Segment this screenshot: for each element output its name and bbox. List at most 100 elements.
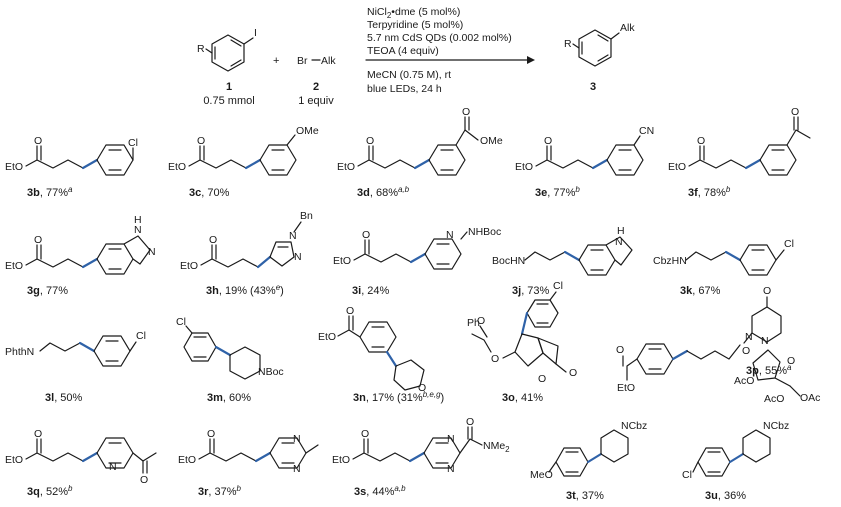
carbonyl-o: O (346, 305, 354, 317)
label-3k: 3k, 67% (680, 285, 721, 297)
label-3l: 3l, 50% (45, 392, 83, 404)
pyridine-n: N (109, 461, 117, 473)
condition-photocatalyst: 5.7 nm CdS QDs (0.002 mol%) (367, 32, 512, 44)
ethoxy-label: EtO (332, 454, 350, 466)
indazole-n1: N (134, 224, 142, 236)
product-number: 3 (590, 81, 596, 93)
ester-o: O (616, 344, 624, 356)
bromo-label: Br (297, 55, 308, 67)
compound-3g: EtO O N H N 3g, 77% (5, 214, 156, 297)
ester-o: O (462, 106, 470, 118)
reactant-2-number: 2 (313, 81, 319, 93)
ethoxy-label: EtO (168, 161, 186, 173)
reactant-2-amount: 1 equiv (298, 95, 334, 107)
condition-catalyst: NiCl2•dme (5 mol%) (367, 6, 460, 20)
label-3j: 3j, 73% (512, 285, 550, 297)
compound-3d: EtO O O OMe 3d, 68%a,b (337, 106, 503, 199)
compound-3i: EtO O N NHBoc 3i, 24% (333, 226, 501, 297)
compound-3u: Cl NCbz 3u, 36% (682, 420, 789, 502)
label-3b: 3b, 77%a (27, 185, 73, 199)
condition-reductant: TEOA (4 equiv) (367, 45, 439, 57)
reactant-2: Br Alk 2 1 equiv (297, 55, 336, 107)
bochn-label: BocHN (492, 255, 525, 267)
phenyl-label: Ph (467, 317, 480, 329)
methoxy-label: OMe (480, 135, 503, 147)
carbonyl-o: O (697, 135, 705, 147)
ethoxy-label: EtO (5, 454, 23, 466)
pyrimidine-n2: N (293, 463, 301, 475)
carbonyl-o: O (366, 135, 374, 147)
compound-3c: EtO O OMe 3c, 70% (168, 125, 319, 199)
carbonyl-o: O (544, 135, 552, 147)
carbonyl-o: O (197, 135, 205, 147)
compound-3n: EtO O O 3n, 17% (31%b,e,g) (318, 305, 444, 404)
carbonyl-o: O (34, 135, 42, 147)
chloro-label: Cl (784, 238, 794, 250)
alk-label: Alk (321, 55, 336, 67)
label-3g: 3g, 77% (27, 285, 68, 297)
pyrimidine-n2: N (447, 463, 455, 475)
ribose-o: O (787, 355, 795, 367)
reactant-1-number: 1 (226, 81, 232, 93)
acetyl-o: O (140, 474, 148, 486)
carbonyl-o: O (362, 229, 370, 241)
compound-3k: CbzHN Cl 3k, 67% (653, 238, 794, 297)
label-3f: 3f, 78%b (688, 185, 731, 199)
nme2-label: NMe2 (483, 440, 510, 454)
cyano-label: CN (639, 125, 654, 137)
compound-3o: Cl O O O Ph O 3o, 41% (467, 280, 577, 404)
nboc-label: NBoc (258, 366, 284, 378)
cbzhn-label: CbzHN (653, 255, 687, 267)
ethoxy-label: EtO (318, 331, 336, 343)
nhboc-label: NHBoc (468, 226, 501, 238)
aco-label: AcO (734, 375, 754, 387)
label-3i: 3i, 24% (352, 285, 390, 297)
label-3c: 3c, 70% (189, 187, 230, 199)
label-3s: 3s, 44%a,b (354, 484, 406, 498)
compound-3e: EtO O CN 3e, 77%b (515, 125, 654, 199)
ethoxy-label: EtO (515, 161, 533, 173)
compound-3q: EtO O N O 3q, 52%b (5, 428, 157, 498)
r-product-label: R (564, 38, 572, 50)
benzoyl-o: O (477, 315, 485, 327)
label-3t: 3t, 37% (566, 490, 604, 502)
label-3r: 3r, 37%b (198, 484, 242, 498)
chloro-label: Cl (682, 469, 692, 481)
carbonyl-o: O (209, 234, 217, 246)
compound-3b: EtO O Cl 3b, 77%a (5, 135, 138, 199)
condition-light: blue LEDs, 24 h (367, 83, 442, 95)
alk-product-label: Alk (620, 22, 635, 34)
ethoxy-label: EtO (617, 382, 635, 394)
uracil-o2: O (742, 345, 750, 357)
ester-o: O (491, 353, 499, 365)
lactone-o: O (538, 373, 546, 385)
label-3n: 3n, 17% (31%b,e,g) (353, 390, 444, 404)
reactant-1: I R 1 0.75 mmol (197, 27, 257, 107)
pyran-o: O (418, 382, 426, 394)
label-3q: 3q, 52%b (27, 484, 73, 498)
ethoxy-label: EtO (337, 161, 355, 173)
carbonyl-o: O (207, 428, 215, 440)
ncbz-label: NCbz (763, 420, 789, 432)
lactone-carbonyl-o: O (569, 367, 577, 379)
indazole-h: H (134, 214, 142, 226)
indazole-n2: N (148, 246, 156, 258)
ethoxy-label: EtO (5, 161, 23, 173)
reactant-1-amount: 0.75 mmol (203, 95, 254, 107)
label-3m: 3m, 60% (207, 392, 251, 404)
compound-3s: EtO O N N O NMe2 3s, 44%a,b (332, 416, 510, 498)
compound-3r: EtO O N N 3r, 37%b (178, 428, 319, 498)
ethoxy-label: EtO (668, 161, 686, 173)
r-group-label: R (197, 43, 205, 55)
methoxy-label: MeO (530, 469, 553, 481)
label-3d: 3d, 68%a,b (357, 185, 410, 199)
carbonyl-o: O (34, 234, 42, 246)
pyrimidine-n1: N (293, 433, 301, 445)
arrow-head (527, 56, 535, 64)
uracil-o1: O (763, 285, 771, 297)
compound-3l: PhthN Cl 3l, 50% (5, 330, 146, 404)
chloro-label: Cl (553, 280, 563, 292)
pyrazole-n2: N (294, 251, 302, 263)
carbonyl-o: O (34, 428, 42, 440)
